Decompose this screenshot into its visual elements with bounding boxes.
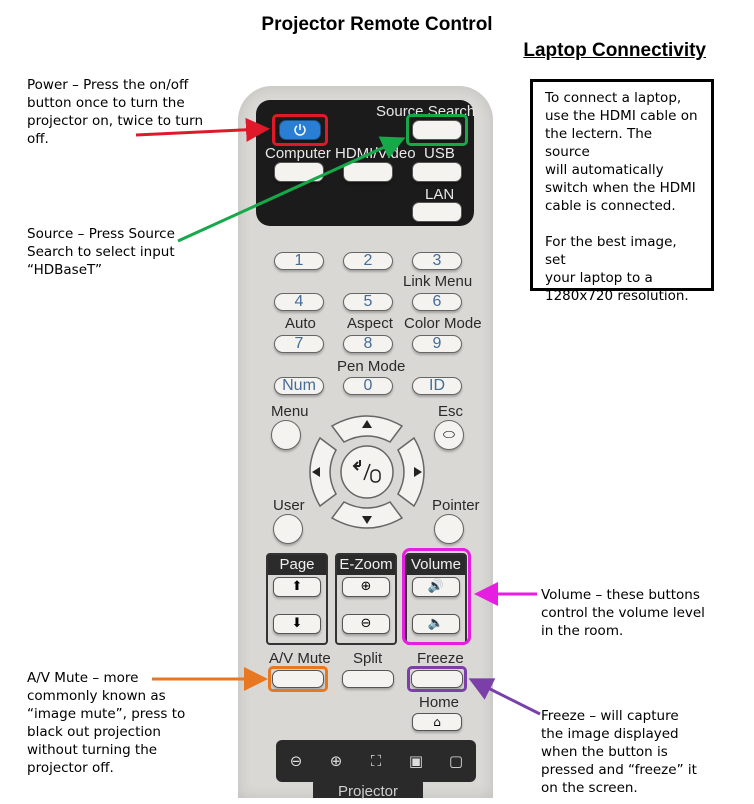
digit-1-button[interactable]: 1 [274,252,324,270]
digit-2-button[interactable]: 2 [343,252,393,270]
right-arrow-icon [414,467,422,477]
page-title: Projector Remote Control [261,14,493,35]
ezoom-out-button[interactable]: ⊖ [342,614,390,634]
pointer-label: Pointer [432,497,480,514]
pointer-button[interactable] [434,514,464,544]
brand-label: Projector [313,780,423,800]
speaker-loud-icon: 🔊 [427,579,445,594]
lan-button[interactable] [412,202,462,222]
user-button[interactable] [273,514,303,544]
zoom-out-icon[interactable]: ⊖ [289,752,303,770]
power-note: Power – Press the on/off button once to … [27,77,204,147]
id-button[interactable]: ID [412,377,462,395]
laptop-info-box: To connect a laptop, use the HDMI cable … [530,79,714,304]
avmute-highlight [268,666,328,692]
left-button[interactable] [309,436,337,508]
volume-note: Volume – these buttons control the volum… [541,587,705,639]
ezoom-label: E-Zoom [337,555,395,575]
bottom-control-bar [276,740,476,782]
link-menu-label: Link Menu [403,273,473,290]
pen-mode-label: Pen Mode [337,358,406,375]
digit-6-button[interactable]: 6 [412,293,462,311]
presentation-icon[interactable]: ▣ [408,752,424,770]
page-up-button[interactable]: ⬆ [273,577,321,597]
digit-5-button[interactable]: 5 [343,293,393,311]
source-highlight [406,114,468,146]
split-button[interactable] [342,670,394,688]
volume-highlight [402,548,471,645]
home-button[interactable]: ⌂ [412,713,462,731]
split-label: Split [353,650,383,667]
speaker-quiet-icon: 🔈 [427,616,445,631]
freeze-arrow [468,678,541,716]
comment-icon[interactable]: ▢ [448,752,464,770]
digit-3-button[interactable]: 3 [412,252,462,270]
freeze-note: Freeze – will capture the image displaye… [541,708,697,796]
left-arrow-icon [312,467,320,477]
computer-button[interactable] [274,162,324,182]
power-arrow [135,117,270,142]
source-arrow [177,136,406,243]
digit-8-button[interactable]: 8 [343,335,393,353]
enter-mouse-icon [352,460,361,471]
volume-up-button[interactable]: 🔊 [412,577,460,597]
menu-label: Menu [271,403,309,420]
auto-label: Auto [285,315,316,332]
source-note: Source – Press Source Search to select i… [27,226,175,278]
down-arrow-icon [362,516,372,524]
power-highlight [272,114,328,146]
up-arrow-icon [362,420,372,428]
computer-label: Computer [265,145,331,162]
volume-down-button[interactable]: 🔈 [412,614,460,634]
right-button[interactable] [397,436,425,508]
volume-label: Volume [407,555,465,575]
info-paragraph-2: For the best image, set your laptop to a… [545,234,689,304]
home-label: Home [419,694,460,711]
page-subtitle: Laptop Connectivity [523,40,706,61]
source-search-button[interactable] [412,120,462,140]
page-down-button[interactable]: ⬇ [273,614,321,634]
digit-7-button[interactable]: 7 [274,335,324,353]
freeze-button[interactable] [411,670,463,688]
freeze-highlight [407,666,467,692]
lan-label: LAN [425,186,455,203]
page-label: Page [268,555,326,575]
esc-button[interactable]: ⬭ [434,420,464,450]
digit-4-button[interactable]: 4 [274,293,324,311]
av-mute-label: A/V Mute [269,650,331,667]
zoom-in-icon[interactable]: ⊕ [329,752,343,770]
mouse-icon: ⬭ [443,427,455,443]
hdmi-video-button[interactable] [343,162,393,182]
avmute-note: A/V Mute – more commonly known as “image… [27,670,186,776]
direction-pad [309,415,425,529]
digit-9-button[interactable]: 9 [412,335,462,353]
ezoom-in-button[interactable]: ⊕ [342,577,390,597]
info-paragraph-1: To connect a laptop, use the HDMI cable … [545,90,698,214]
down-button[interactable] [330,501,404,529]
home-icon: ⌂ [433,715,441,729]
page-down-icon: ⬇ [291,616,303,631]
power-button[interactable] [279,120,321,140]
freeze-label: Freeze [417,650,464,667]
num-button[interactable]: Num [274,377,324,395]
zoom-in-icon: ⊕ [360,579,372,594]
up-button[interactable] [330,415,404,443]
power-icon [294,124,306,136]
fullscreen-icon[interactable]: ⛶ [370,752,382,770]
esc-label: Esc [438,403,464,420]
usb-button[interactable] [412,162,462,182]
digit-0-button[interactable]: 0 [343,377,393,395]
usb-label: USB [424,145,455,162]
aspect-label: Aspect [347,315,393,332]
menu-button[interactable] [271,420,301,450]
user-label: User [273,497,305,514]
color-mode-label: Color Mode [404,315,482,332]
av-mute-button[interactable] [272,670,324,688]
zoom-out-icon: ⊖ [360,616,372,631]
page-up-icon: ⬆ [291,579,303,594]
